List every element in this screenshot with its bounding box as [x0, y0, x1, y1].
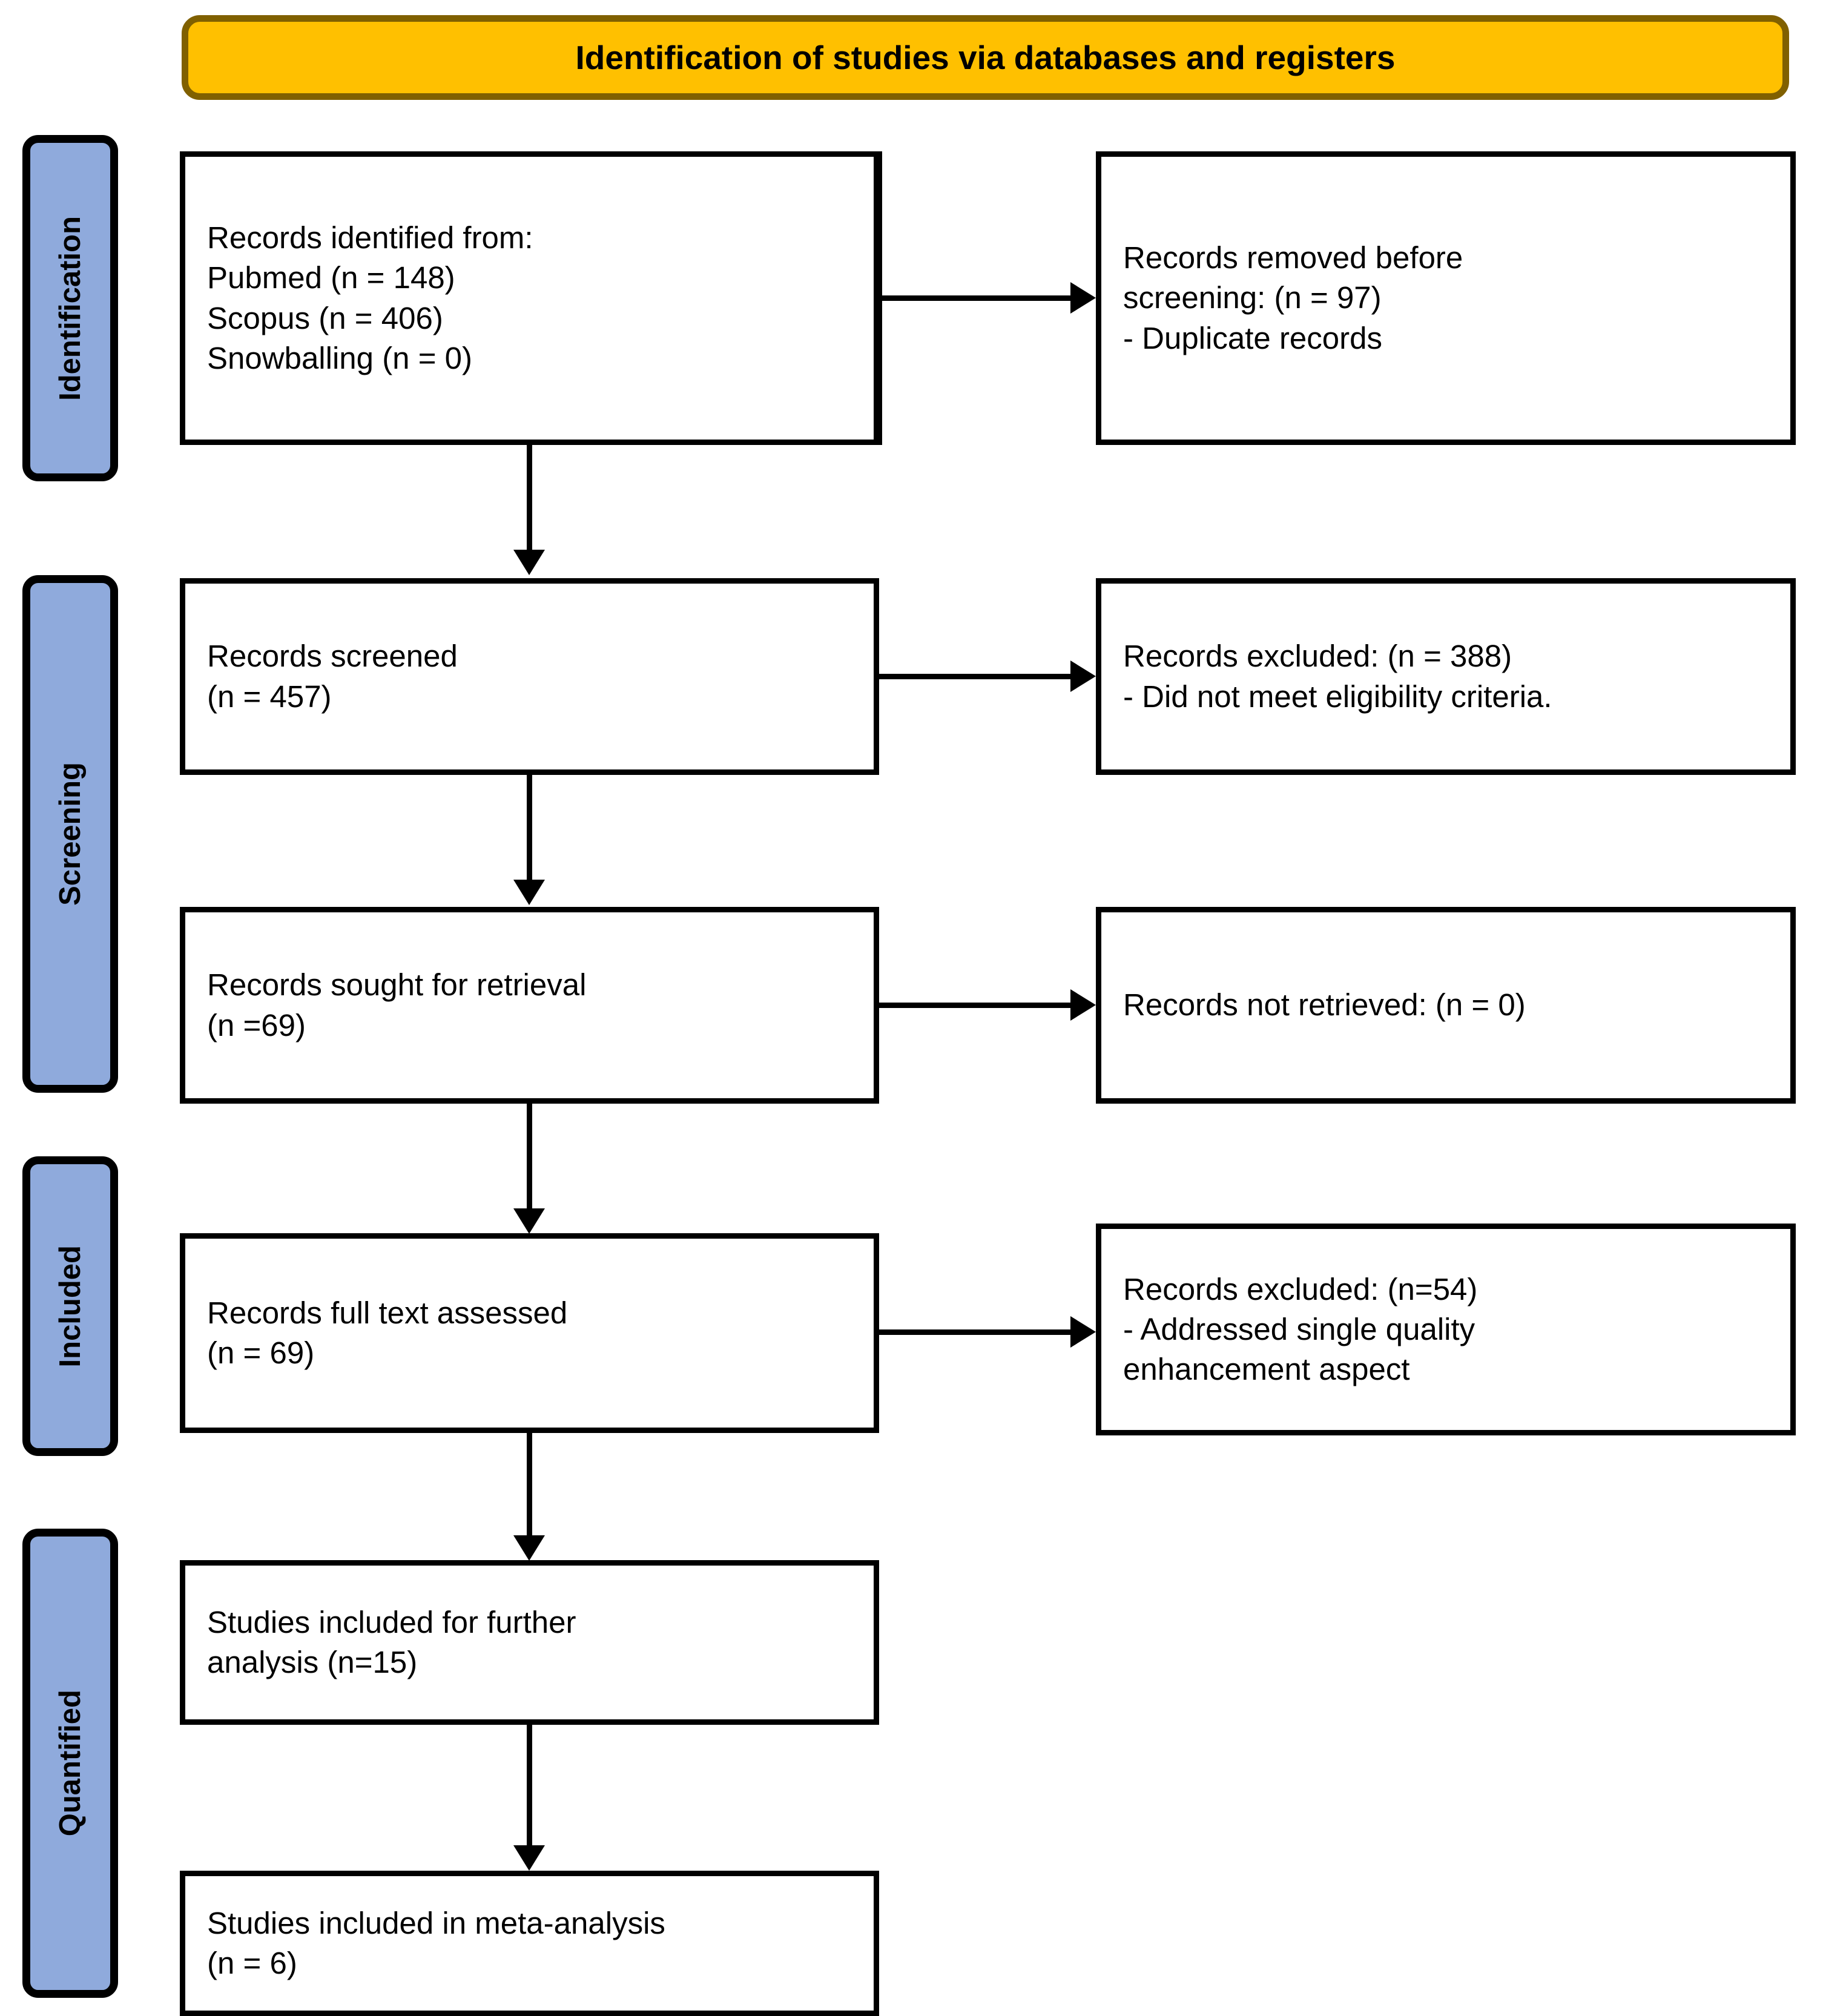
diagram-header-banner: Identification of studies via databases … — [182, 15, 1789, 100]
stage-label-quantified-text: Quantified — [54, 1690, 87, 1837]
box-records-removed-text: Records removed before screening: (n = 9… — [1123, 240, 1463, 355]
box-records-excluded-full-text-text: Records excluded: (n=54) - Addressed sin… — [1123, 1271, 1478, 1387]
box-records-removed: Records removed before screening: (n = 9… — [1096, 151, 1796, 445]
box-studies-included-further-text: Studies included for further analysis (n… — [207, 1604, 576, 1679]
stage-label-screening-text: Screening — [54, 762, 87, 906]
connector-screened-to-sought — [527, 775, 532, 883]
stage-label-identification-text: Identification — [54, 216, 87, 401]
box-records-sought-text: Records sought for retrieval (n =69) — [207, 967, 587, 1043]
stage-label-included-text: Included — [54, 1245, 87, 1368]
arrowhead-full-text-to-included — [513, 1535, 545, 1561]
arrowhead-identified-to-screened — [513, 550, 545, 575]
box-studies-included-meta-text: Studies included in meta-analysis (n = 6… — [207, 1905, 665, 1980]
connector-included-to-meta — [527, 1725, 532, 1849]
box-records-full-text: Records full text assessed (n = 69) — [180, 1233, 879, 1433]
box-records-not-retrieved: Records not retrieved: (n = 0) — [1096, 907, 1796, 1104]
box-studies-included-further: Studies included for further analysis (n… — [180, 1560, 879, 1725]
box-records-identified-text: Records identified from: Pubmed (n = 148… — [207, 220, 533, 375]
connector-identified-right-edge — [877, 151, 882, 445]
box-records-screened: Records screened (n = 457) — [180, 578, 879, 775]
connector-identified-to-removed — [879, 295, 1070, 301]
box-records-sought: Records sought for retrieval (n =69) — [180, 907, 879, 1104]
box-records-screened-text: Records screened (n = 457) — [207, 639, 458, 714]
connector-full-text-to-included — [527, 1433, 532, 1538]
stage-label-quantified: Quantified — [22, 1529, 118, 1998]
connector-identified-to-screened — [527, 445, 532, 553]
box-records-excluded-screening-text: Records excluded: (n = 388) - Did not me… — [1123, 639, 1552, 714]
arrowhead-identified-to-removed — [1070, 282, 1096, 314]
arrowhead-screened-to-sought — [513, 880, 545, 905]
connector-screened-to-excluded — [879, 674, 1070, 679]
arrowhead-full-text-to-excluded — [1070, 1316, 1096, 1348]
box-records-excluded-screening: Records excluded: (n = 388) - Did not me… — [1096, 578, 1796, 775]
arrowhead-sought-to-not-retrieved — [1070, 989, 1096, 1021]
connector-full-text-to-excluded — [879, 1329, 1070, 1335]
box-records-full-text-text: Records full text assessed (n = 69) — [207, 1295, 568, 1370]
box-studies-included-meta: Studies included in meta-analysis (n = 6… — [180, 1871, 879, 2016]
arrowhead-sought-to-full-text — [513, 1208, 545, 1234]
box-records-not-retrieved-text: Records not retrieved: (n = 0) — [1123, 987, 1526, 1023]
arrowhead-screened-to-excluded — [1070, 660, 1096, 692]
box-records-identified: Records identified from: Pubmed (n = 148… — [180, 151, 879, 445]
connector-sought-to-full-text — [527, 1104, 532, 1211]
box-records-excluded-full-text: Records excluded: (n=54) - Addressed sin… — [1096, 1224, 1796, 1435]
stage-label-included: Included — [22, 1156, 118, 1456]
stage-label-screening: Screening — [22, 575, 118, 1093]
connector-sought-to-not-retrieved — [879, 1003, 1070, 1008]
arrowhead-included-to-meta — [513, 1845, 545, 1871]
page-title: Identification of studies via databases … — [575, 38, 1396, 76]
stage-label-identification: Identification — [22, 135, 118, 481]
